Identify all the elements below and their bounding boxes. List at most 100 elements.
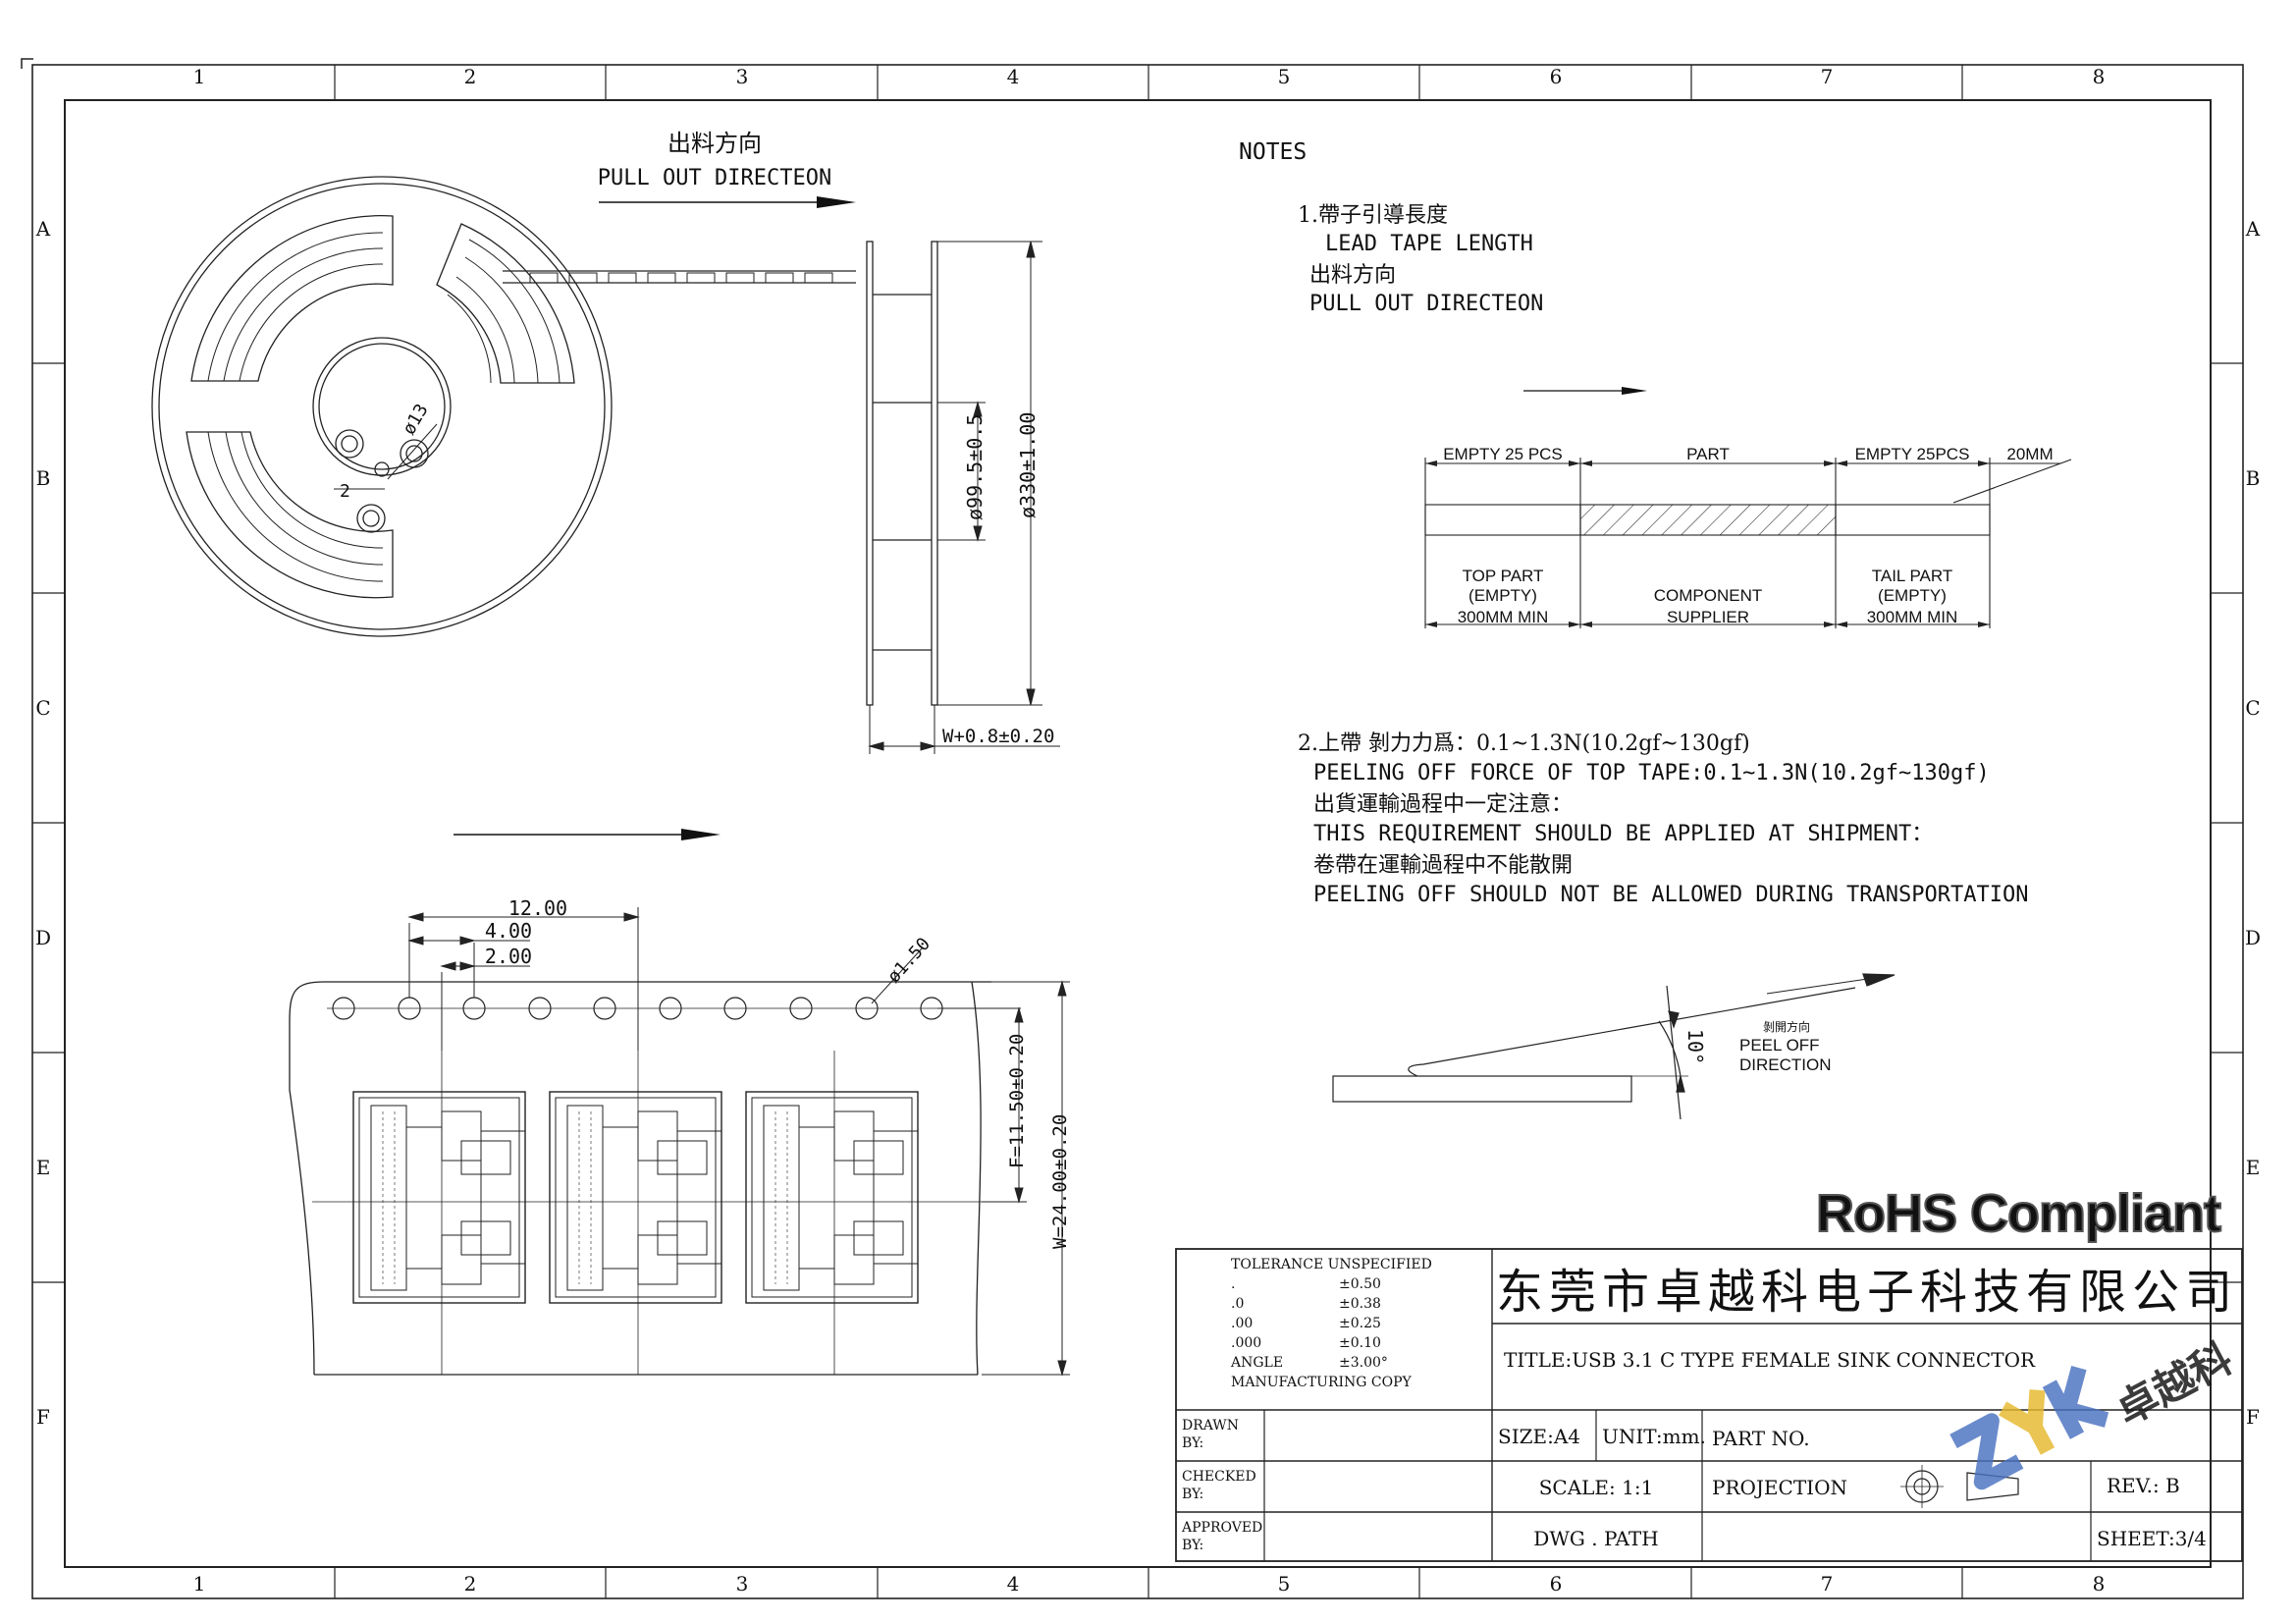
tolerance-value: ±0.25 (1339, 1316, 1381, 1331)
tolerance-key: . (1231, 1276, 1235, 1292)
peel-direction-cn: 剝開方向 (1763, 1019, 1810, 1034)
col-label: 2 (464, 1572, 477, 1596)
connector-pocket (745, 1091, 919, 1304)
drawing-frame (21, 58, 2244, 1599)
connector-pocket (549, 1091, 722, 1304)
row-label: C (2245, 696, 2260, 720)
row-label: C (35, 696, 50, 720)
pull-out-direction-cn: 出料方向 (667, 130, 762, 157)
col-label: 7 (1821, 65, 1834, 88)
approved-by-label: APPROVED (1181, 1520, 1262, 1536)
reel-front-view (151, 176, 856, 637)
col-label: 3 (736, 65, 749, 88)
col-label: 2 (464, 65, 477, 88)
tolerance-table: TOLERANCE UNSPECIFIED . ±0.50 .0 ±0.38 .… (1230, 1257, 1432, 1390)
tolerance-value: ±0.38 (1339, 1296, 1381, 1312)
tolerance-value: ±0.50 (1339, 1276, 1381, 1292)
drawn-by-label: BY: (1182, 1435, 1203, 1451)
tolerance-value: ±3.00° (1339, 1355, 1388, 1371)
revision-field: REV.: B (2107, 1474, 2180, 1497)
row-label: E (2246, 1156, 2261, 1179)
tolerance-key: ANGLE (1230, 1355, 1283, 1371)
hub-diameter: ø99.5±0.5 (963, 414, 987, 520)
p0-dim: 4.00 (485, 919, 532, 943)
tail-part-line2: (EMPTY) (1878, 586, 1947, 605)
length-20mm-label: 20MM (2006, 445, 2053, 463)
row-label: D (35, 926, 51, 949)
reel-width: W+0.8±0.20 (942, 726, 1054, 747)
part-label: PART (1686, 445, 1730, 463)
leader-tape-diagram (1424, 458, 2072, 628)
leader-tape-labels: EMPTY 25 PCS PART EMPTY 25PCS 20MM TOP P… (1443, 445, 2053, 626)
row-label: A (2245, 217, 2261, 241)
company-name: 东莞市卓越科电子科技有限公司 (1496, 1265, 2238, 1320)
approved-by-label: BY: (1182, 1538, 1203, 1553)
row-label: F (2246, 1405, 2260, 1429)
col-label: 5 (1278, 1572, 1291, 1596)
empty-tail-label: EMPTY 25PCS (1855, 445, 1970, 463)
note2-cn3: 卷帶在運輸過程中不能散開 (1313, 853, 1573, 878)
title-block-fields: SIZE:A4 UNIT:mm. PART NO. SCALE: 1:1 PRO… (1498, 1425, 2207, 1550)
w-dim: W=24.00±0.20 (1049, 1114, 1071, 1249)
empty-top-label: EMPTY 25 PCS (1443, 445, 1563, 463)
reel-side-view (866, 241, 1060, 754)
connector-pocket (352, 1091, 526, 1304)
top-part-line2: (EMPTY) (1468, 586, 1537, 605)
note1-cn2: 出料方向 (1309, 263, 1396, 288)
tolerance-value: ±0.10 (1339, 1335, 1381, 1351)
tolerance-header: TOLERANCE UNSPECIFIED (1231, 1257, 1432, 1272)
pitch-dim: 12.00 (508, 896, 567, 920)
connector-pockets (352, 1091, 919, 1304)
tolerance-key: .000 (1231, 1335, 1261, 1351)
col-label: 4 (1007, 65, 1020, 88)
frame-labels: 1 2 3 4 5 6 7 8 1 2 3 4 5 6 7 8 A B C D … (35, 65, 2261, 1596)
note1-cn: 1.帶子引導長度 (1298, 203, 1448, 228)
peel-direction-en1: PEEL OFF (1739, 1036, 1820, 1055)
col-label: 1 (193, 65, 206, 88)
component-line1: COMPONENT (1654, 586, 1763, 605)
row-label: A (35, 217, 51, 241)
unit-field: UNIT:mm. (1602, 1425, 1706, 1448)
scale-field: SCALE: 1:1 (1539, 1476, 1654, 1499)
tape-dimensions (407, 907, 1070, 1377)
pull-out-direction-en: PULL OUT DIRECTEON (598, 166, 831, 190)
row-label: B (36, 466, 51, 490)
note2-cn: 2.上帶 剝力力爲：0.1~1.3N(10.2gf~130gf) (1298, 731, 1750, 756)
col-label: 4 (1007, 1572, 1020, 1596)
row-label: D (2245, 926, 2261, 949)
col-label: 8 (2093, 1572, 2106, 1596)
note1-en2: PULL OUT DIRECTEON (1309, 292, 1543, 316)
note1-en: LEAD TAPE LENGTH (1325, 232, 1533, 256)
col-label: 5 (1278, 65, 1291, 88)
tail-part-line3: 300MM MIN (1867, 608, 1958, 626)
row-label: E (36, 1156, 51, 1179)
size-field: SIZE:A4 (1498, 1425, 1580, 1448)
signoff-labels: DRAWN BY: CHECKED BY: APPROVED BY: (1181, 1418, 1262, 1553)
tolerance-key: .00 (1231, 1316, 1253, 1331)
tail-part-line1: TAIL PART (1872, 567, 1953, 585)
peel-direction-en2: DIRECTION (1739, 1055, 1832, 1074)
col-label: 6 (1550, 1572, 1563, 1596)
manufacturing-copy: MANUFACTURING COPY (1231, 1375, 1413, 1390)
drawn-by-label: DRAWN (1182, 1418, 1239, 1434)
pull-out-arrow (599, 196, 856, 208)
sheet-field: SHEET:3/4 (2097, 1527, 2207, 1550)
reel-diameter: ø330±1.00 (1016, 412, 1040, 518)
part-no-field: PART NO. (1712, 1427, 1810, 1450)
reel-hole-gap: 2 (340, 481, 350, 502)
peel-angle: 10° (1683, 1029, 1707, 1064)
note2-en: PEELING OFF FORCE OF TOP TAPE:0.1~1.3N(1… (1313, 761, 1990, 785)
note2-cn2: 出貨運輸過程中一定注意： (1313, 792, 1573, 817)
notes-title: NOTES (1239, 139, 1307, 165)
note1-arrow (1523, 387, 1647, 395)
tolerance-key: .0 (1231, 1296, 1244, 1312)
sprocket-hole-dim: ø1.50 (883, 934, 934, 987)
peel-diagram (1332, 973, 1896, 1120)
rohs-compliant-mark: RoHS Compliant (1816, 1184, 2221, 1243)
note2-en3: PEELING OFF SHOULD NOT BE ALLOWED DURING… (1313, 883, 2028, 907)
col-label: 6 (1550, 65, 1563, 88)
col-label: 1 (193, 1572, 206, 1596)
feed-direction-arrow (454, 829, 721, 840)
note2-en2: THIS REQUIREMENT SHOULD BE APPLIED AT SH… (1313, 822, 1933, 846)
